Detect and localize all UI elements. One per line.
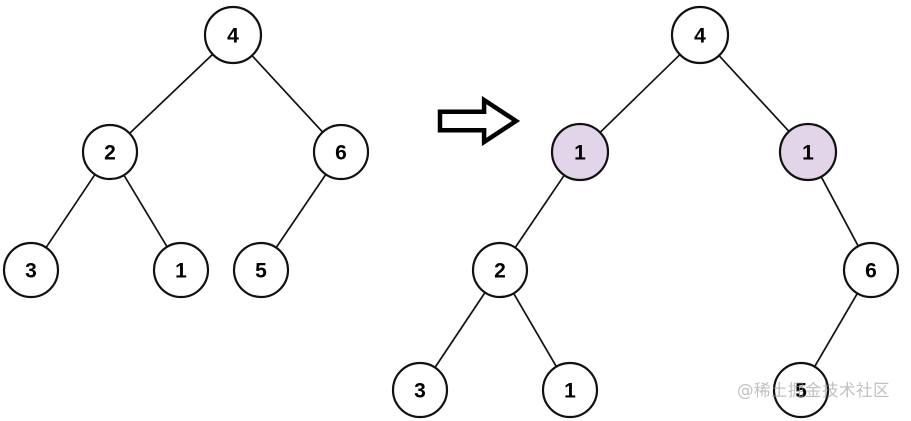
node-circle-highlighted[interactable] [778,122,838,182]
node-circle[interactable] [842,241,900,299]
node-label: 5 [795,380,807,403]
tree-node[interactable]: 3 [2,241,60,299]
node-label: 1 [175,260,187,283]
right-arrow-icon [437,95,521,147]
node-circle[interactable] [541,361,599,419]
node-circle[interactable] [81,123,139,181]
node-label: 6 [865,260,877,283]
transformation-arrow [437,95,521,147]
node-circle[interactable] [670,5,730,65]
tree-node[interactable]: 1 [152,241,210,299]
tree-edge [434,291,486,369]
node-circle[interactable] [312,123,370,181]
node-label: 5 [255,260,267,283]
node-circle[interactable] [772,361,830,419]
node-circle[interactable] [391,361,449,419]
node-label: 6 [335,142,347,165]
tree-node[interactable]: 3 [391,361,449,419]
node-label: 1 [564,380,576,403]
watermark-label: @稀土掘金技术社区 [737,381,890,400]
node-label: 3 [25,260,37,283]
tree-edge [123,174,168,248]
tree-node[interactable]: 5 [772,361,830,419]
tree-node[interactable]: 1 [550,122,610,182]
node-circle[interactable] [471,241,529,299]
tree-edge [813,292,859,368]
node-label: 2 [494,260,506,283]
tree-node[interactable]: 5 [232,241,290,299]
tree-edge [512,292,558,368]
tree-edge [128,53,214,135]
node-circle[interactable] [232,241,290,299]
tree-edge [514,174,565,249]
nodes-layer: 4 2 6 3 1 5 4 1 1 2 6 3 1 5 [2,5,900,419]
tree-node[interactable]: 1 [778,122,838,182]
node-circle[interactable] [2,241,60,299]
node-label: 2 [104,142,116,165]
watermark-layer: @稀土掘金技术社区 [737,381,890,400]
node-circle[interactable] [203,5,263,65]
tree-node[interactable]: 1 [541,361,599,419]
tree-edge [251,54,324,133]
tree-node[interactable]: 4 [670,5,730,65]
node-label: 1 [802,142,814,165]
node-label: 4 [694,25,706,48]
tree-edge [718,54,790,133]
node-label: 3 [414,380,426,403]
tree-node[interactable]: 6 [312,123,370,181]
tree-node[interactable]: 6 [842,241,900,299]
node-label: 4 [227,25,239,48]
tree-node[interactable]: 4 [203,5,263,65]
tree-edge [820,176,860,247]
tree-edge [599,53,681,134]
node-circle-highlighted[interactable] [550,122,610,182]
node-circle[interactable] [152,241,210,299]
tree-node[interactable]: 2 [471,241,529,299]
node-label: 1 [574,142,586,165]
edges-layer [45,53,860,369]
tree-edge [45,173,96,249]
tree-edge [275,173,327,249]
tree-node[interactable]: 2 [81,123,139,181]
